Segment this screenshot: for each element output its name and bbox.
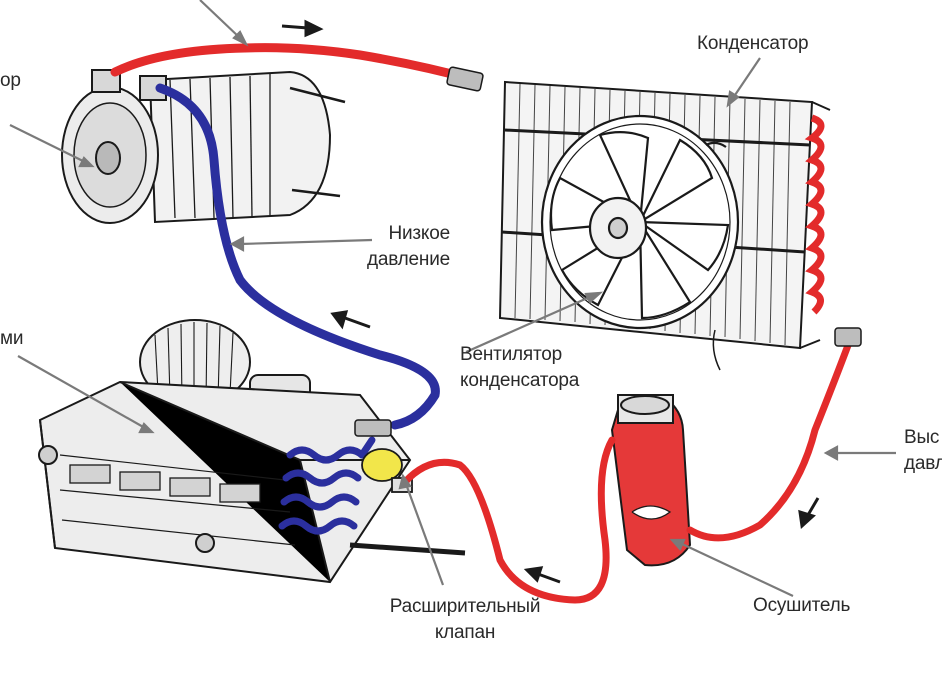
pipe-discharge xyxy=(110,43,480,85)
expansion-valve-label-line2: клапан xyxy=(434,622,496,643)
condenser-coil xyxy=(804,114,825,315)
high-pressure-label: Выс давл xyxy=(904,425,942,477)
condenser-label: Конденсатор xyxy=(697,33,809,54)
high-pressure-label-line2: давл xyxy=(904,453,942,474)
condenser-fan-label-line1: Вентилятор xyxy=(460,344,563,365)
pipe-suction xyxy=(155,83,440,430)
evaporator-label: ми xyxy=(0,328,24,349)
condenser-fan-label-line2: конденсатора xyxy=(460,370,580,391)
condenser-fan xyxy=(540,114,740,371)
compressor xyxy=(61,69,346,224)
expansion-valve-label: Расширительный клапан xyxy=(373,594,557,646)
low-pressure-label: Низкое давление xyxy=(348,221,450,273)
flow-arrows xyxy=(281,19,820,584)
dryer xyxy=(610,394,692,567)
fittings xyxy=(354,66,862,437)
pipe-dryer-valve xyxy=(401,436,616,604)
evaporator-coil xyxy=(278,436,376,535)
pipe-condenser-dryer xyxy=(686,336,854,542)
pointer-lines xyxy=(9,0,896,597)
condenser-fan-label: Вентилятор конденсатора xyxy=(460,342,579,394)
low-pressure-label-line1: Низкое xyxy=(388,223,450,244)
high-pressure-label-line1: Выс xyxy=(904,427,940,448)
expansion-valve-label-line1: Расширительный xyxy=(389,596,541,617)
compressor-label: ор xyxy=(0,70,21,91)
dryer-label: Осушитель xyxy=(753,595,851,616)
low-pressure-label-line2: давление xyxy=(366,249,450,270)
